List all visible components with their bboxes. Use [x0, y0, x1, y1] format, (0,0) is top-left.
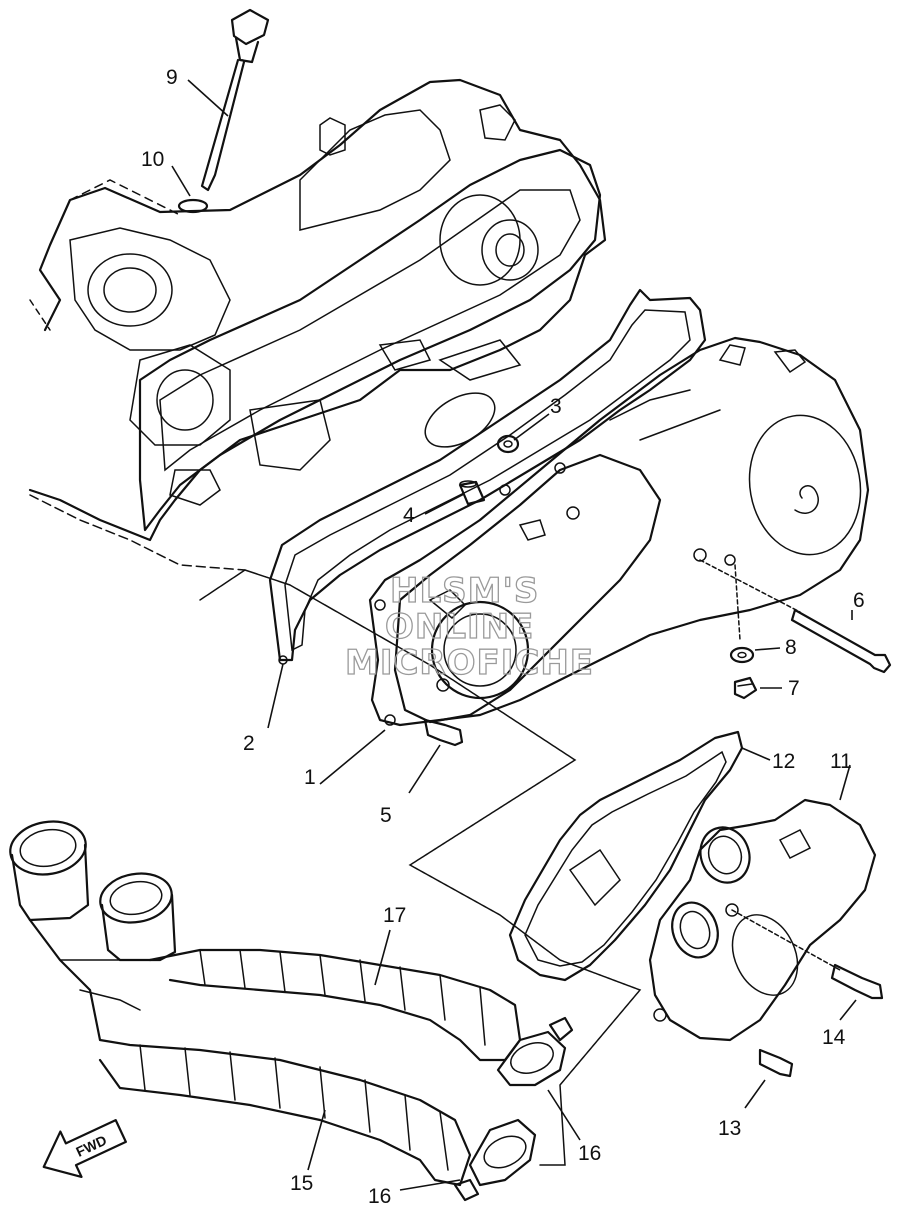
watermark-line-3: MICROFICHE — [345, 643, 594, 683]
callout-2: 2 — [243, 732, 255, 755]
callout-14: 14 — [822, 1026, 846, 1049]
callout-4: 4 — [403, 504, 415, 527]
callout-16-upper: 16 — [578, 1142, 601, 1165]
callout-9: 9 — [166, 66, 178, 89]
watermark-line-2: ONLINE — [385, 607, 534, 647]
air-ducts — [9, 820, 574, 1202]
callout-5: 5 — [380, 804, 392, 827]
callout-labels: 9 10 3 4 6 8 7 2 1 5 12 11 17 14 13 16 1… — [141, 66, 865, 1208]
callout-13: 13 — [718, 1117, 741, 1140]
fwd-label: FWD — [73, 1132, 109, 1160]
callout-6: 6 — [853, 589, 865, 612]
small-hardware — [423, 434, 892, 747]
callout-12: 12 — [772, 750, 795, 773]
callout-11: 11 — [830, 750, 852, 773]
callout-15: 15 — [290, 1172, 313, 1195]
air-duct-cover — [648, 798, 877, 1042]
engine-crankcase — [28, 78, 607, 571]
callout-1: 1 — [304, 766, 316, 789]
callout-8: 8 — [785, 636, 797, 659]
callout-17: 17 — [383, 904, 406, 927]
callout-3: 3 — [550, 395, 562, 418]
cover-bolts — [758, 963, 884, 1078]
fwd-arrow: FWD — [42, 1119, 127, 1178]
crankcase-cover — [368, 336, 870, 727]
watermark: HLSM'S ONLINE MICROFICHE — [344, 570, 594, 683]
watermark-line-1: HLSM'S — [390, 571, 539, 611]
leader-lines — [171, 79, 857, 1191]
oil-dipstick — [177, 8, 270, 214]
callout-16-lower: 16 — [368, 1185, 391, 1208]
callout-10: 10 — [141, 148, 164, 171]
callout-7: 7 — [788, 677, 800, 700]
air-duct-gasket — [508, 730, 744, 982]
